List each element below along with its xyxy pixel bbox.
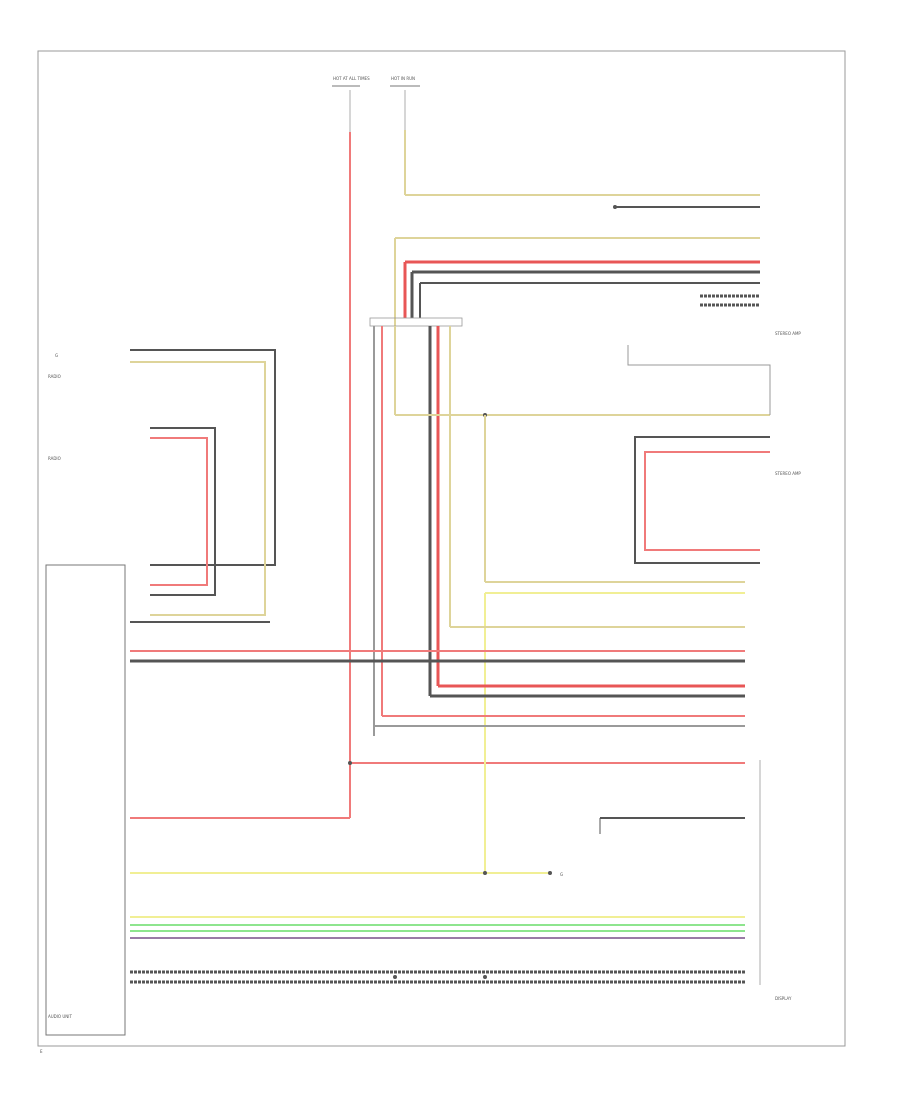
amp-label-1: STEREO AMP <box>775 331 801 336</box>
diagram-frame <box>37 50 846 1047</box>
wire-black-radio-1 <box>130 349 276 566</box>
fuse-block-right <box>390 85 420 130</box>
splice-red <box>348 761 352 765</box>
fuse-label-left: HOT AT ALL TIMES <box>333 76 370 81</box>
wire-tan-radio-1 <box>130 361 266 616</box>
audio-unit-box <box>45 564 126 1036</box>
wire-black-module-right <box>634 436 770 564</box>
radio-label-2: RADIO <box>48 456 61 461</box>
display-label: DISPLAY <box>775 996 792 1001</box>
wire-red-module-right <box>644 451 770 551</box>
footer-code: E <box>40 1049 43 1054</box>
wire-red-radio-2 <box>150 437 208 586</box>
radio-label-1: RADIO <box>48 374 61 379</box>
fuse-label-right: HOT IN RUN <box>391 76 415 81</box>
ground-label-left: G <box>55 353 58 358</box>
wire-gray-antenna <box>627 345 771 415</box>
audio-unit-label: AUDIO UNIT <box>48 1014 72 1019</box>
connector-center <box>369 317 463 327</box>
wire-black-radio-2 <box>150 427 216 596</box>
ground-label-center: G <box>560 872 563 877</box>
amp-label-2: STEREO AMP <box>775 471 801 476</box>
fuse-block-left <box>332 85 360 132</box>
